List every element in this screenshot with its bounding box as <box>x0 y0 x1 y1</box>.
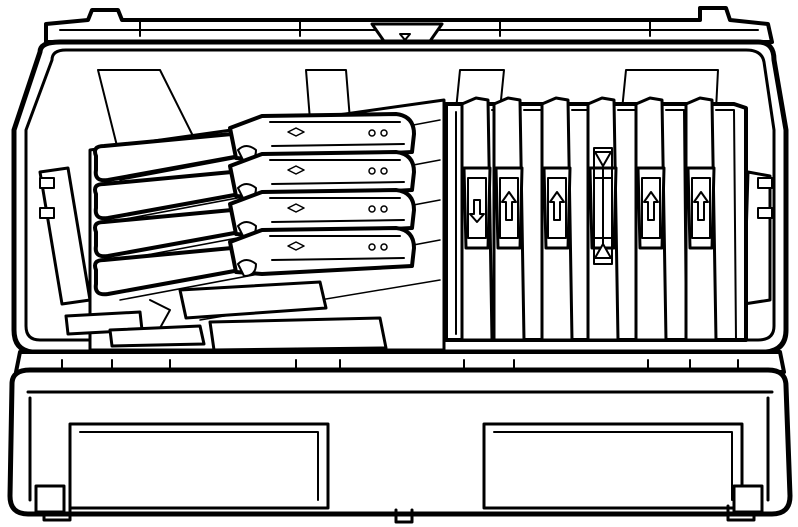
clamp-tool <box>93 188 416 259</box>
clamp-tool <box>93 150 416 221</box>
arrow-down-icon <box>469 199 485 223</box>
insert-group <box>460 96 737 342</box>
arrow-up-icon <box>693 191 709 221</box>
lower-clamp-pieces <box>64 280 388 352</box>
right-side-bracket <box>742 170 773 306</box>
clamp-group <box>93 112 416 297</box>
triangle-marker-icon <box>399 33 411 41</box>
lid-panel-left <box>68 422 330 510</box>
clamp-tool <box>93 112 416 183</box>
lower-lid <box>7 367 793 524</box>
insert-cassette <box>540 96 593 342</box>
clamp-tool <box>93 226 416 297</box>
bottom-feet <box>34 484 764 514</box>
arrow-both-icon <box>593 147 613 265</box>
insert-cassette <box>586 96 639 342</box>
arrow-up-icon <box>501 191 517 221</box>
lid-panel-right <box>482 422 744 510</box>
arrow-up-icon <box>549 191 565 221</box>
insert-cassette <box>460 96 513 342</box>
arrow-up-icon <box>643 191 659 221</box>
insert-cassette <box>684 96 737 342</box>
insert-cassette <box>634 96 687 342</box>
